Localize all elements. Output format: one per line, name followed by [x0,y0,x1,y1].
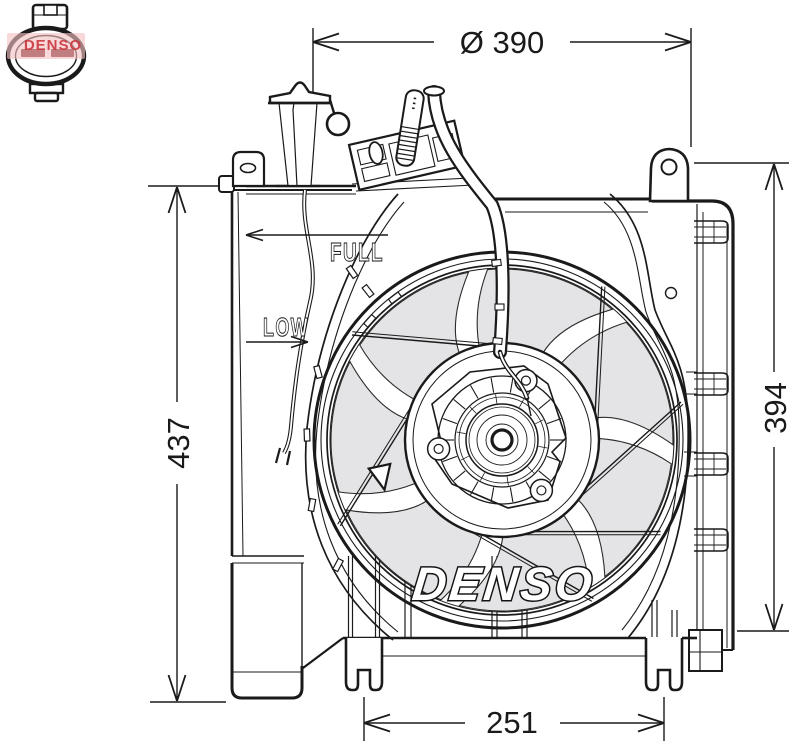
connector-logo: DENSO [5,3,87,103]
harness-bracket [347,89,475,192]
overflow-tube [274,189,315,466]
dimension-lines [148,28,789,741]
lower-right-bracket [688,629,723,672]
mounting-pin [694,372,729,396]
motor-hub [403,341,601,539]
screw-boss [529,478,554,503]
hose-and-conduit [423,85,532,417]
dim-width-bottom: 251 [486,705,538,740]
mounting-foot [344,638,384,692]
dim-height-left: 437 [161,417,196,469]
mounting-pin [694,528,729,552]
side-frame [648,147,735,672]
dim-height-right: 394 [758,382,793,434]
reservoir-marks: FULL LOW [245,228,388,349]
dimension-arrows [167,32,784,733]
full-label: FULL [330,237,384,267]
denso-watermark: DENSO [410,557,598,610]
logo-band [7,33,85,59]
dimension-labels: Ø 390 437 394 251 [161,25,793,740]
mounting-foot [644,638,684,692]
low-label: LOW [263,312,309,342]
fan-assembly [312,250,692,630]
mounting-pin [694,220,729,244]
dim-diameter: Ø 390 [460,25,544,60]
logo-text: DENSO [24,37,82,54]
ribbed-cable [395,89,425,167]
mounting-pin [694,452,729,476]
shroud-contour [303,193,697,641]
filler-neck [268,81,351,188]
direction-marker [366,462,392,493]
radiator-body [218,150,650,700]
screw-boss [426,437,451,461]
